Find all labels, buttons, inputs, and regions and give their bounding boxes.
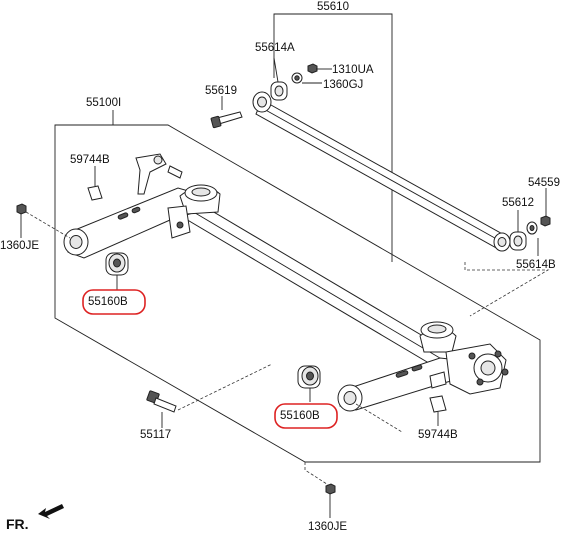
- front-indicator: FR.: [6, 504, 64, 532]
- washer-55614B: [526, 221, 538, 235]
- bolt-55619: [210, 96, 243, 129]
- washer-1360GJ: [291, 72, 322, 84]
- bushing-55612: [509, 210, 527, 251]
- spacer-59744B-top: [87, 166, 103, 201]
- bracket-55610: [273, 13, 393, 262]
- label-55619: 55619: [205, 85, 237, 97]
- label-59744B-bottom: 59744B: [418, 429, 458, 441]
- front-arrow-icon: [38, 504, 64, 519]
- left-trailing-arm: [63, 153, 221, 259]
- assembly-frame-outline: [54, 110, 550, 487]
- bushing-55160B-mid: [297, 365, 321, 402]
- highlight-55160B-mid: [274, 403, 338, 429]
- label-55100I: 55100I: [86, 97, 121, 109]
- highlight-55160B-left: [82, 289, 146, 315]
- torsion-beam: [173, 194, 456, 373]
- label-55612: 55612: [502, 197, 534, 209]
- right-trailing-arm: [337, 321, 509, 412]
- bushing-55160B-left: [105, 252, 129, 290]
- label-1310UA: 1310UA: [332, 64, 374, 76]
- bolt-55117: [146, 363, 273, 428]
- label-55160B-left: 55160B: [88, 296, 128, 308]
- nut-1310UA: [307, 63, 332, 74]
- label-55117: 55117: [140, 429, 171, 441]
- label-1360JE-left: 1360JE: [0, 240, 39, 252]
- nut-54559: [537, 188, 551, 256]
- label-55610: 55610: [317, 1, 349, 13]
- label-59744B-top: 59744B: [70, 154, 110, 166]
- nut-1360JE-left: [16, 203, 71, 239]
- label-1360GJ: 1360GJ: [323, 79, 363, 91]
- label-55160B-mid: 55160B: [280, 410, 320, 422]
- label-55614B: 55614B: [516, 259, 556, 271]
- label-1360JE-bottom: 1360JE: [308, 521, 347, 533]
- front-label: FR.: [6, 516, 29, 532]
- label-54559: 54559: [528, 177, 560, 189]
- label-55614A: 55614A: [255, 42, 295, 54]
- lateral-rod: [252, 91, 511, 252]
- nut-1360JE-bottom: [325, 483, 336, 518]
- bushing-55614A: [270, 57, 288, 101]
- spacer-59744B-bottom: [355, 395, 447, 433]
